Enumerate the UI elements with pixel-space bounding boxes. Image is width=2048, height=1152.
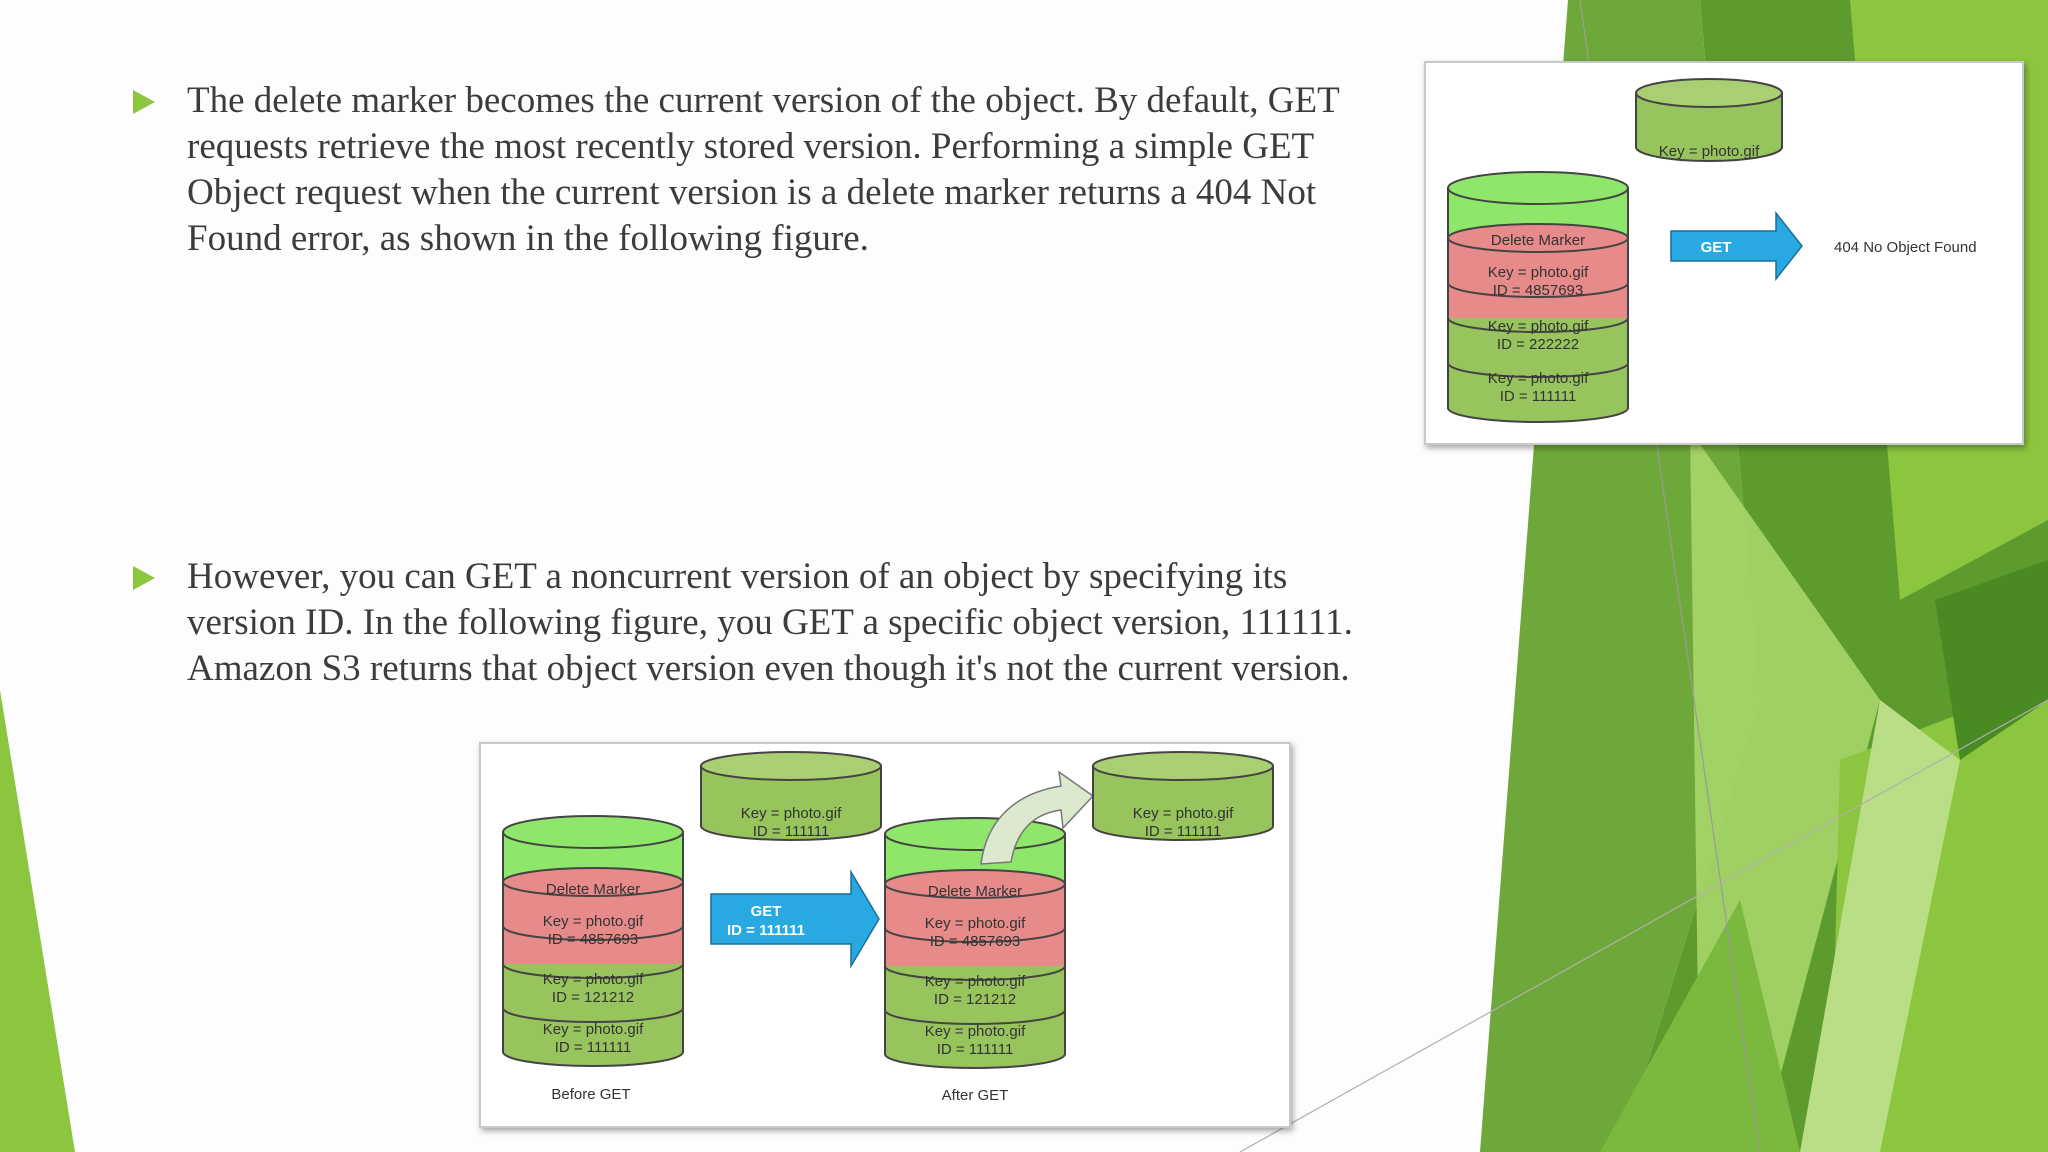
figure-get-specific-version: Delete Marker Key = photo.gif ID = 48576… bbox=[479, 742, 1291, 1128]
bullet-arrow-icon bbox=[133, 90, 155, 114]
figure-delete-marker-get: Key = photo.gif Delete Marker Key = phot… bbox=[1424, 61, 2024, 445]
version-key-label: Key = photo.gif bbox=[543, 1021, 644, 1038]
version-key-label: Key = photo.gif bbox=[1488, 370, 1589, 387]
bullet-text-1: The delete marker becomes the current ve… bbox=[187, 78, 1427, 262]
object-key-label: Key = photo.gif bbox=[1659, 143, 1760, 160]
get-arrow-label: GET bbox=[751, 903, 782, 920]
before-get-caption: Before GET bbox=[551, 1086, 630, 1103]
before-get-stack: Delete Marker Key = photo.gif ID = 48576… bbox=[502, 815, 684, 1103]
delete-marker-label: Delete Marker bbox=[1491, 232, 1585, 249]
get-version-arrow: GET ID = 111111 bbox=[710, 869, 880, 969]
version-key-label: Key = photo.gif bbox=[1488, 318, 1589, 335]
bullet-2-line-2: version ID. In the following figure, you… bbox=[187, 602, 1353, 643]
after-get-stack: Delete Marker Key = photo.gif ID = 48576… bbox=[884, 817, 1066, 1104]
version-stack: Delete Marker Key = photo.gif ID = 48576… bbox=[1447, 171, 1629, 423]
bullet-arrow-icon bbox=[133, 566, 155, 590]
bullet-1-line-2: requests retrieve the most recently stor… bbox=[187, 126, 1315, 167]
right-facet-7 bbox=[1600, 900, 1800, 1152]
bullet-1-line-3: Object request when the current version … bbox=[187, 172, 1317, 213]
object-id-label: ID = 111111 bbox=[1145, 823, 1222, 840]
decor-line-1 bbox=[1639, 329, 1761, 1152]
version-id-label: ID = 4857693 bbox=[930, 933, 1021, 950]
version-key-label: Key = photo.gif bbox=[925, 973, 1026, 990]
bullet-2-line-1: However, you can GET a noncurrent versio… bbox=[187, 556, 1288, 597]
version-id-label: ID = 111111 bbox=[555, 1039, 632, 1056]
version-id-label: ID = 111111 bbox=[937, 1041, 1014, 1058]
version-key-label: Key = photo.gif bbox=[925, 915, 1026, 932]
object-cylinder: Key = photo.gif bbox=[1635, 78, 1783, 162]
bullet-1-line-1: The delete marker becomes the current ve… bbox=[187, 80, 1340, 121]
version-id-label: ID = 4857693 bbox=[548, 931, 639, 948]
bullet-2-line-3: Amazon S3 returns that object version ev… bbox=[187, 648, 1350, 689]
curved-return-arrow bbox=[980, 770, 1095, 865]
result-object-cylinder: Key = photo.gif ID = 111111 bbox=[1092, 751, 1274, 841]
object-key-label: Key = photo.gif bbox=[1133, 805, 1234, 822]
right-facet-8 bbox=[1935, 560, 2048, 760]
get-arrow-label: GET bbox=[1701, 239, 1732, 256]
object-id-label: ID = 111111 bbox=[753, 823, 830, 840]
version-key-label: Key = photo.gif bbox=[543, 913, 644, 930]
version-key-label: Key = photo.gif bbox=[1488, 264, 1589, 281]
left-accent-shape bbox=[0, 690, 75, 1152]
bullet-text-2: However, you can GET a noncurrent versio… bbox=[187, 554, 1427, 692]
get-arrow-id-label: ID = 111111 bbox=[727, 922, 805, 939]
version-id-label: ID = 4857693 bbox=[1493, 282, 1584, 299]
delete-marker-label: Delete Marker bbox=[546, 881, 640, 898]
version-key-label: Key = photo.gif bbox=[925, 1023, 1026, 1040]
result-404-label: 404 No Object Found bbox=[1834, 239, 1977, 256]
version-id-label: ID = 121212 bbox=[934, 991, 1016, 1008]
version-id-label: ID = 222222 bbox=[1497, 336, 1579, 353]
right-facet-6 bbox=[1800, 700, 1960, 1152]
version-id-label: ID = 121212 bbox=[552, 989, 634, 1006]
decor-line-2 bbox=[1239, 699, 2048, 1152]
version-key-label: Key = photo.gif bbox=[543, 971, 644, 988]
get-arrow: GET bbox=[1670, 210, 1803, 282]
after-get-caption: After GET bbox=[942, 1087, 1009, 1104]
delete-marker-label: Delete Marker bbox=[928, 883, 1022, 900]
bullet-1-line-4: Found error, as shown in the following f… bbox=[187, 218, 869, 259]
version-id-label: ID = 111111 bbox=[1500, 388, 1577, 405]
retrieved-object-cylinder: Key = photo.gif ID = 111111 bbox=[700, 751, 882, 841]
object-key-label: Key = photo.gif bbox=[741, 805, 842, 822]
